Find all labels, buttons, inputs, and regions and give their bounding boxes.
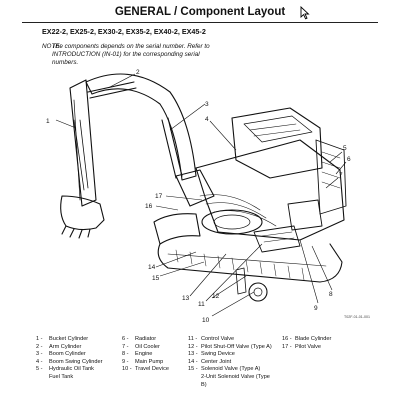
callout-1: 1 (46, 118, 50, 125)
legend-item: 12 -Pilot Shut-Off Valve (Type A) (188, 343, 272, 350)
callout-8: 8 (329, 291, 333, 298)
legend-item: 9 -Main Pump (122, 358, 164, 365)
engine (231, 107, 323, 179)
note-label: NOTE: (42, 43, 62, 50)
legend-item: 14 -Center Joint (188, 358, 232, 365)
legend-column-2: 6 -Radiator 7 -Oil Cooler 8 -Engine 9 -M… (122, 336, 169, 374)
legend-column-1: 1 -Bucket Cylinder 2 -Arm Cylinder 3 -Bo… (36, 336, 102, 382)
crawler-track (157, 243, 343, 283)
legend-item: 6 -Radiator (122, 336, 157, 342)
title-divider (22, 22, 378, 23)
figure-code: T02F-01-01-001 (344, 315, 370, 319)
legend-column-4: 16 -Blade Cylinder 17 -Pilot Valve (282, 336, 331, 351)
callout-17: 17 (155, 193, 163, 200)
callout-13: 13 (182, 295, 190, 302)
blade (153, 213, 201, 245)
callout-10: 10 (202, 317, 210, 324)
callout-7: 7 (339, 172, 343, 179)
callout-14: 14 (148, 264, 156, 271)
callout-4: 4 (205, 116, 209, 123)
note-text: The components depends on the serial num… (52, 43, 210, 67)
legend-item: 4 -Boom Swing Cylinder (36, 358, 103, 365)
legend-item: 17 -Pilot Valve (282, 343, 322, 350)
page-title: GENERAL / Component Layout (114, 6, 286, 18)
mouse-cursor-icon (300, 6, 310, 20)
bucket (60, 195, 105, 231)
callout-2: 2 (136, 69, 140, 76)
model-list: EX22-2, EX25-2, EX30-2, EX35-2, EX40-2, … (42, 27, 206, 36)
legend-item: 11 -Control Valve (188, 336, 235, 342)
callout-6: 6 (347, 156, 351, 163)
legend-item: 13 -Swing Device (188, 351, 235, 358)
callout-12: 12 (212, 293, 220, 300)
legend-item: 10 -Travel Device (122, 366, 169, 373)
legend-item: 1 -Bucket Cylinder (36, 336, 89, 342)
legend-column-3: 11 -Control Valve 12 -Pilot Shut-Off Val… (188, 336, 272, 389)
legend-item: 5 -Hydraulic Oil Tank (36, 366, 94, 373)
callout-11: 11 (198, 301, 205, 308)
callout-3: 3 (205, 101, 209, 108)
legend-item: 7 -Oil Cooler (122, 343, 160, 350)
legend-item: 3 -Boom Cylinder (36, 351, 86, 358)
legend-item: 15 -Solenoid Valve (Type A) (188, 366, 261, 373)
legend-item: B) (201, 381, 207, 388)
callout-15: 15 (152, 275, 160, 282)
upper-structure (195, 139, 345, 241)
callout-5: 5 (343, 145, 347, 152)
legend-item: 16 -Blade Cylinder (282, 336, 332, 342)
legend-item: 2-Unit Solenoid Valve (Type (201, 373, 270, 380)
legend-item: 2 -Arm Cylinder (36, 343, 82, 350)
legend-item: Fuel Tank (49, 373, 74, 380)
callout-9: 9 (314, 305, 318, 312)
legend-item: 8 -Engine (122, 351, 153, 358)
boom (85, 73, 197, 181)
callout-16: 16 (145, 203, 153, 210)
